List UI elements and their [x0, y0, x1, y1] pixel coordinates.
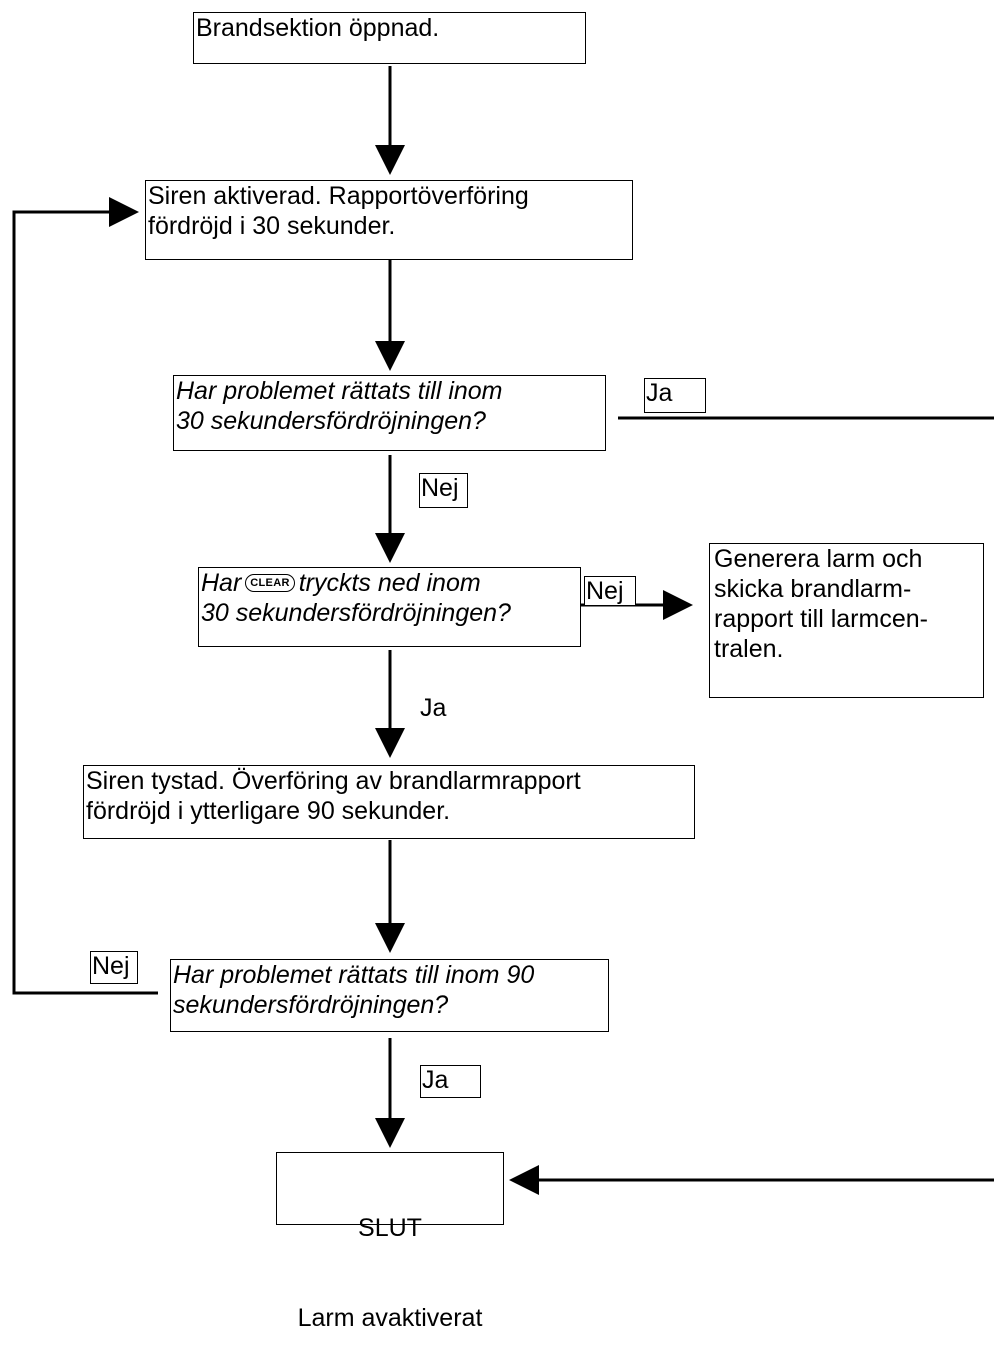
question-90s-box: Har problemet rättats till inom 90 sekun…	[170, 959, 609, 1032]
label-ja-clear: Ja	[420, 694, 447, 722]
siren-silenced-box: Siren tystad. Överföring av brandlarmrap…	[83, 765, 695, 839]
end-box: SLUT Larm avaktiverat	[276, 1152, 504, 1332]
generate-alarm-box: Generera larm och skicka brandlarm- rapp…	[709, 543, 984, 698]
start-box: Brandsektion öppnad.	[193, 12, 586, 64]
question-30s-box: Har problemet rättats till inom 30 sekun…	[173, 375, 606, 451]
label-ja-q90: Ja	[420, 1065, 481, 1098]
label-ja-q30: Ja	[644, 378, 706, 413]
end-title: SLUT	[358, 1214, 422, 1242]
flowchart-connectors	[12, 66, 994, 1195]
loop-q90-nej-back	[12, 210, 158, 995]
label-nej-q30: Nej	[419, 473, 468, 508]
clear-question-pre: Har	[201, 569, 242, 597]
clear-key-icon: CLEAR	[245, 574, 295, 592]
label-nej-clear: Nej	[584, 576, 636, 606]
clear-question-post: tryckts ned inom 30 sekundersfördröjning…	[201, 569, 511, 627]
label-nej-q90: Nej	[90, 951, 138, 984]
end-subtitle: Larm avaktiverat	[297, 1304, 483, 1332]
siren-activated-box: Siren aktiverad. Rapportöverföring fördr…	[145, 180, 633, 260]
